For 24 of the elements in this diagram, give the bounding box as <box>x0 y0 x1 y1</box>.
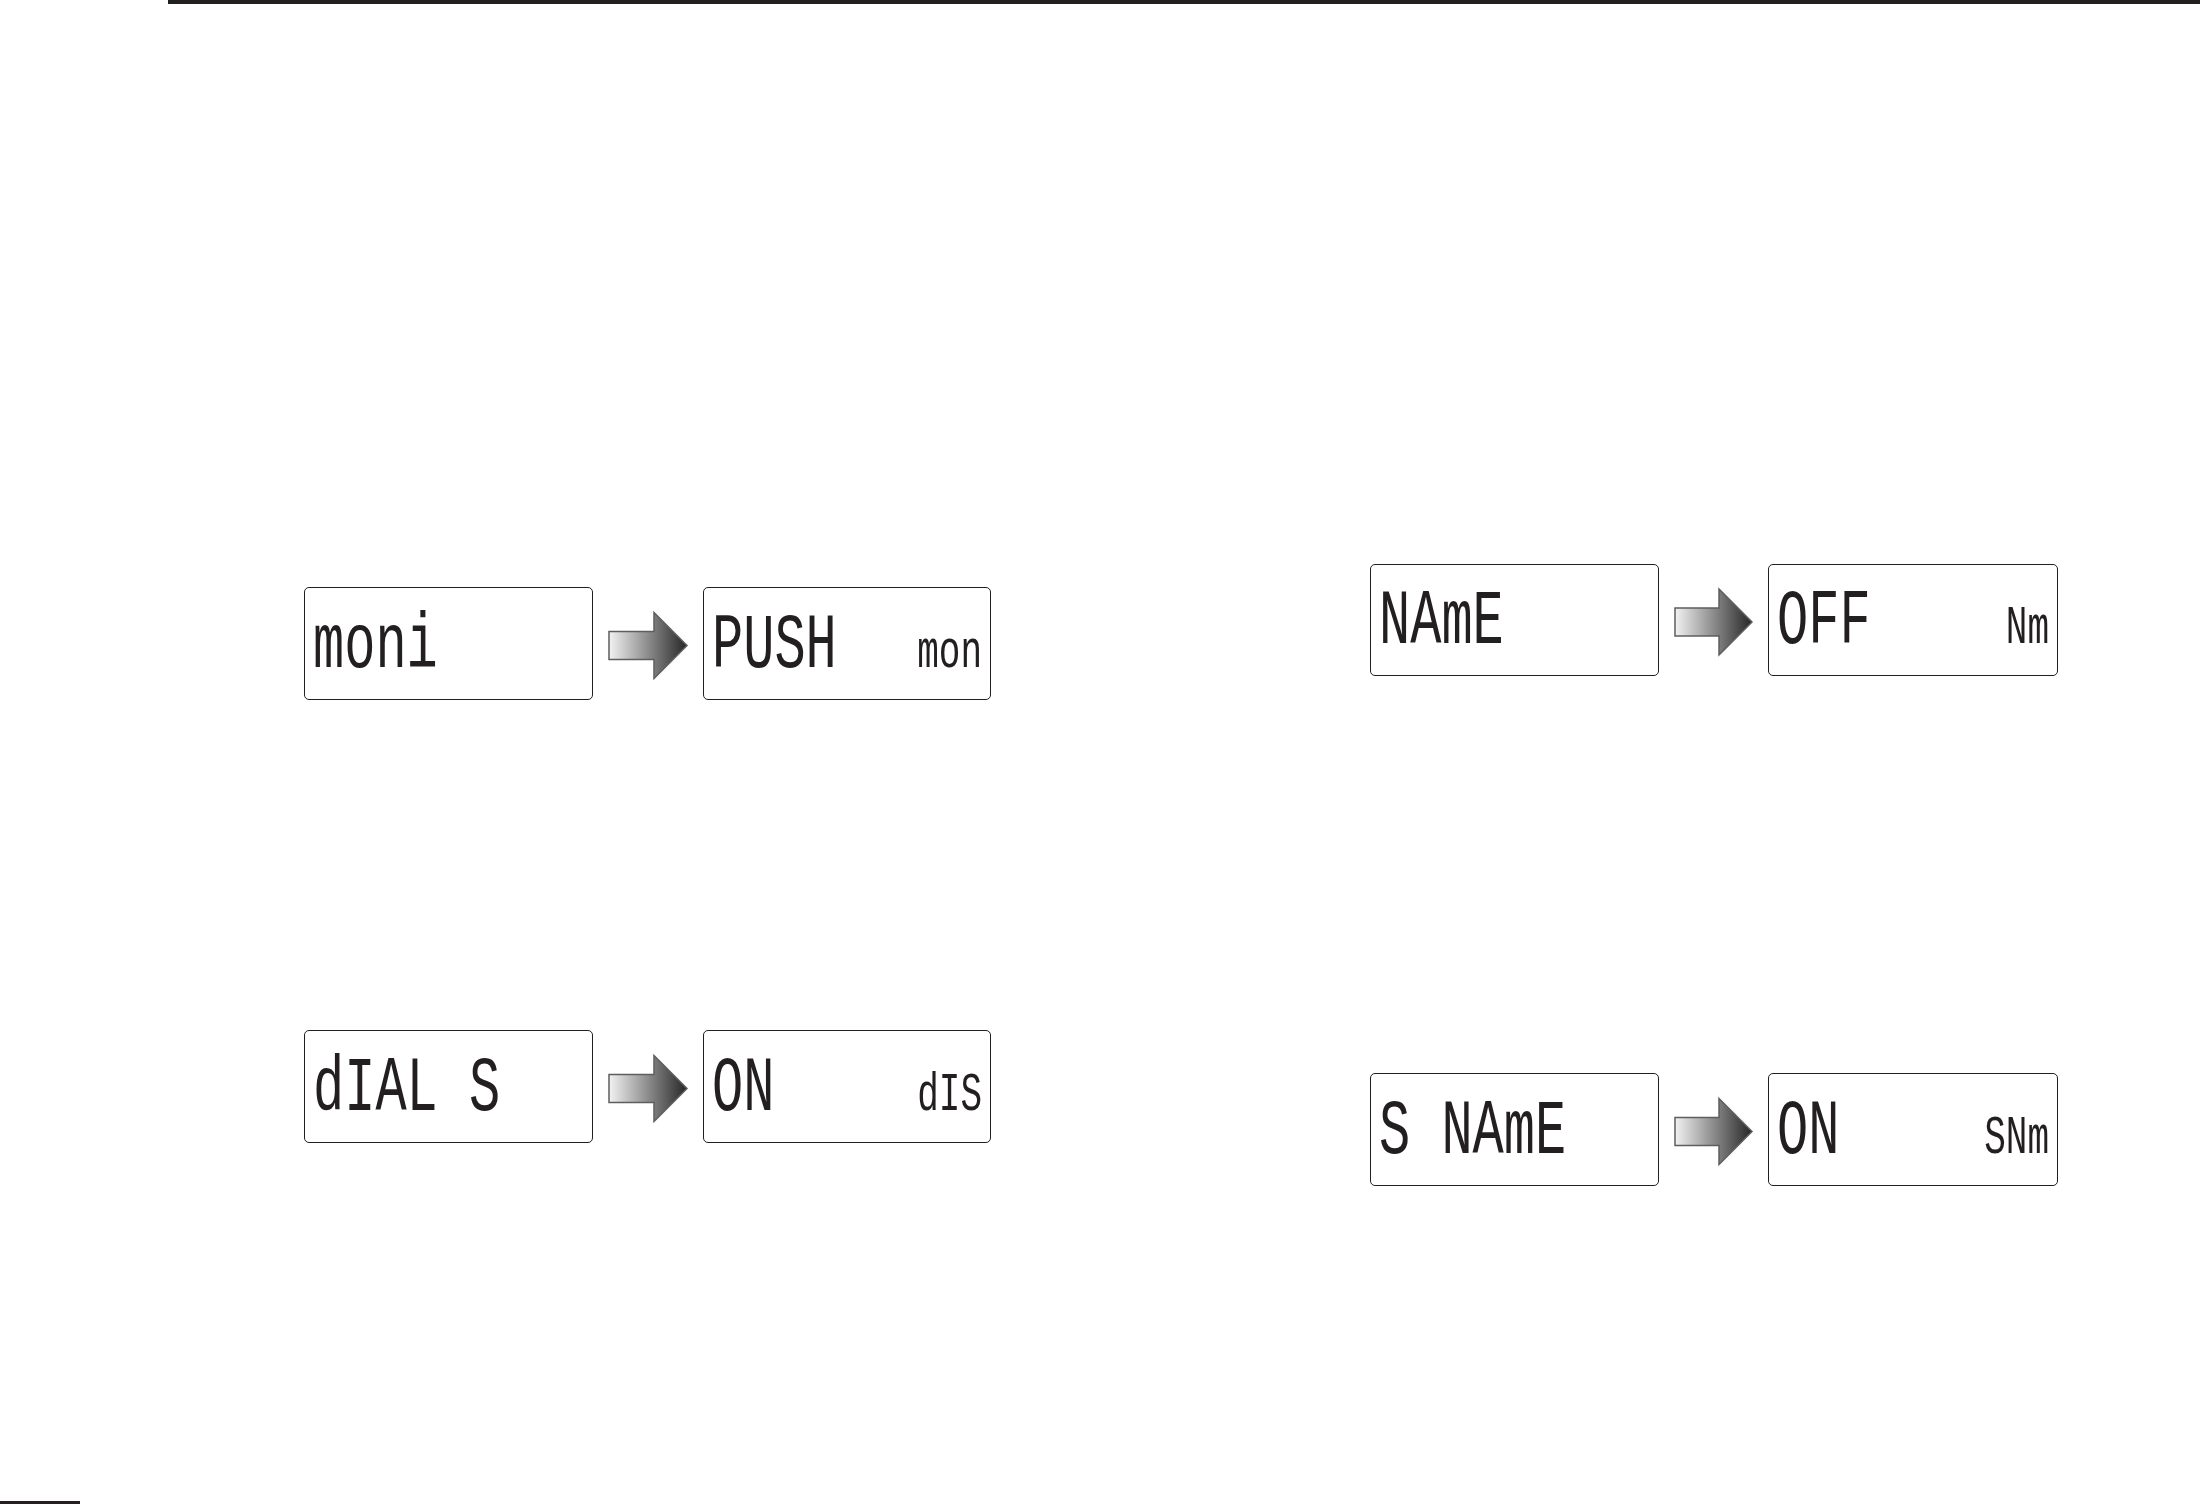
display-readout: ON <box>712 1051 775 1129</box>
display-readout: PUSH <box>712 608 837 686</box>
display-readout: dIAL S <box>313 1051 501 1129</box>
lcd-display <box>304 1030 593 1143</box>
lcd-display <box>304 587 593 700</box>
block-arrow <box>608 610 689 681</box>
display-readout: OFF <box>1777 584 1871 662</box>
block-arrow <box>1674 1096 1754 1167</box>
block-arrow <box>1674 587 1754 657</box>
lcd-display <box>1370 564 1659 676</box>
lcd-display <box>1768 564 2058 676</box>
display-indicator: SNm <box>1984 1112 2049 1166</box>
block-arrow <box>608 1053 689 1124</box>
display-indicator: mon <box>917 626 982 680</box>
display-indicator: Nm <box>2005 602 2049 656</box>
lcd-display <box>703 1030 991 1143</box>
display-readout: ON <box>1777 1094 1840 1172</box>
lcd-display <box>703 587 991 700</box>
lcd-display <box>1768 1073 2058 1186</box>
display-readout: moni <box>313 608 438 686</box>
lcd-display <box>1370 1073 1659 1186</box>
display-readout: NAmE <box>1379 584 1504 662</box>
display-indicator: dIS <box>917 1069 982 1123</box>
display-readout: S NAmE <box>1379 1094 1567 1172</box>
